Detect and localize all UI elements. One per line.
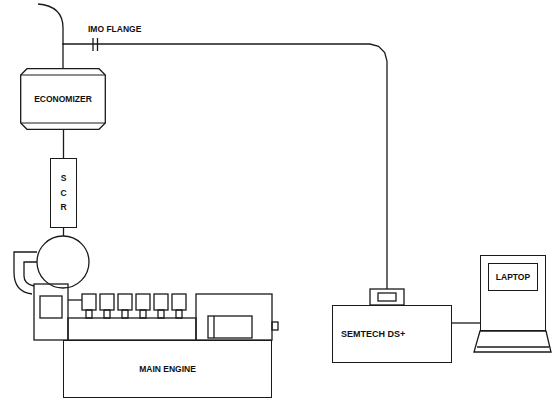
economizer-rim — [21, 75, 106, 76]
node-text: ECONOMIZER — [34, 94, 92, 104]
laptop-base — [474, 331, 551, 352]
laptop-screen: LAPTOP — [480, 255, 546, 331]
gear-housing — [213, 316, 214, 338]
node-text: SEMTECH DS+ — [341, 329, 405, 340]
engine-stack — [40, 296, 62, 318]
cylinder-stem — [158, 310, 164, 318]
economizer-outline — [21, 69, 106, 130]
cylinder-stem — [176, 310, 182, 318]
pipe-connector — [452, 322, 480, 323]
economizer-box: ECONOMIZER — [20, 68, 106, 130]
cylinder-stem — [86, 310, 92, 318]
node-text: MAIN ENGINE — [139, 364, 196, 374]
cylinder-head — [82, 294, 96, 310]
probe-unit — [370, 289, 404, 305]
exhaust-pipe — [63, 228, 64, 236]
manifold — [68, 299, 82, 300]
gear-housing — [196, 294, 272, 340]
node-text: LAPTOP — [488, 263, 538, 291]
pipe-connector — [63, 130, 64, 158]
cylinder-head — [154, 294, 168, 310]
turbo-scroll — [24, 262, 37, 286]
engine-base-box: MAIN ENGINE — [63, 340, 272, 398]
analyzer-box: SEMTECH DS+ — [332, 305, 452, 363]
gear-housing — [208, 316, 252, 338]
turbocharger — [37, 236, 89, 288]
cylinder-head — [172, 294, 186, 310]
cylinder-stem — [122, 310, 128, 318]
cylinder-stem — [104, 310, 110, 318]
cylinder-head — [100, 294, 114, 310]
output-shaft — [272, 322, 278, 330]
laptop-base — [477, 346, 549, 347]
flange-plate — [92, 38, 93, 51]
pipe-connector — [63, 44, 387, 305]
engine-block — [68, 318, 196, 340]
cylinder-row — [82, 294, 186, 318]
cylinder-head — [136, 294, 150, 310]
economizer-rim — [21, 123, 106, 124]
exhaust-pipe — [38, 4, 63, 45]
engine-stack — [34, 284, 68, 340]
cylinder-head — [118, 294, 132, 310]
flange-label: IMO FLANGE — [88, 24, 141, 34]
scr-box: S C R — [50, 158, 77, 228]
probe-unit — [378, 293, 396, 301]
flange-plate — [97, 38, 98, 51]
node-text: S C R — [60, 171, 68, 216]
cylinder-stem — [140, 310, 146, 318]
